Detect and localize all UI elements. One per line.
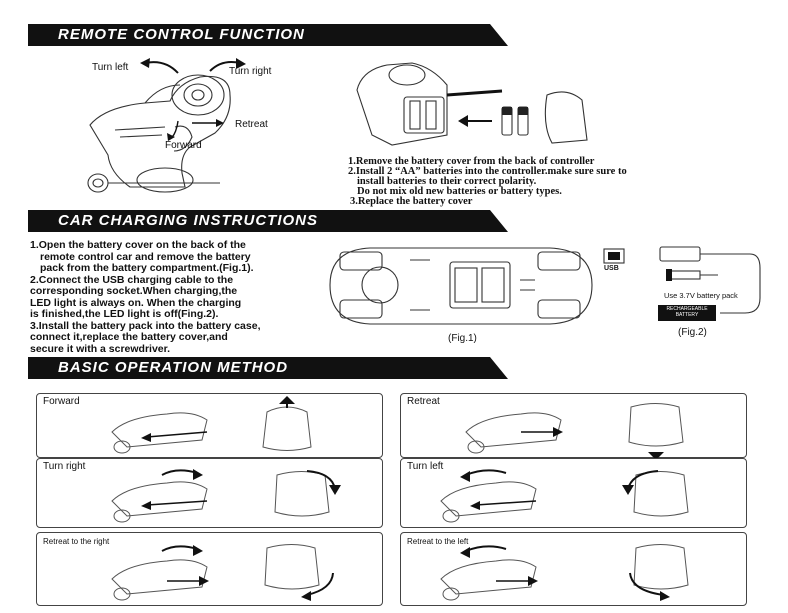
operation-illustration — [465, 403, 684, 460]
battery-step-2-cont: install batteries to their correct polar… — [357, 176, 537, 187]
charging-line: 1.Open the battery cover on the back of … — [30, 239, 246, 251]
charging-line: remote control car and remove the batter… — [40, 250, 251, 263]
operation-panel-turn-left: Turn left — [400, 458, 747, 528]
operation-illustration — [440, 469, 689, 523]
battery-step-3: 3.Replace the battery cover — [350, 196, 473, 207]
charging-line: LED light is always on. When the chargin… — [30, 296, 242, 309]
charging-instructions: 1.Open the battery cover on the back of … — [30, 239, 261, 355]
battery-install-illustration — [356, 62, 588, 146]
banner-shape — [28, 24, 508, 46]
fig2-caption: (Fig.2) — [678, 327, 707, 338]
operation-illustration — [111, 544, 334, 601]
operation-label: Retreat — [407, 396, 440, 407]
charging-line: 2.Connect the USB charging cable to the — [30, 273, 234, 286]
label-turn-right: Turn right — [229, 66, 272, 77]
car-underside-illustration — [329, 247, 593, 325]
section-title-car-charging: CAR CHARGING INSTRUCTIONS — [58, 212, 318, 229]
charging-line: is finished,the LED light is off(Fing.2)… — [30, 308, 219, 320]
operation-panel-retreat: Retreat — [400, 393, 747, 460]
battery-tag: RECHARGEABLE BATTERY — [662, 306, 712, 318]
battery-step-2-note: Do not mix old new batteries or battery … — [357, 186, 562, 197]
battery-step-2: 2.Install 2 “AA” batteries into the cont… — [348, 166, 627, 177]
section-title-basic-operation: BASIC OPERATION METHOD — [58, 359, 289, 376]
label-forward: Forward — [165, 140, 202, 151]
operation-panel-retreat-left: Retreat to the left — [400, 532, 747, 606]
usb-label: USB — [604, 265, 619, 272]
charging-line: connect it,replace the battery cover,and — [30, 331, 228, 343]
label-turn-left: Turn left — [92, 62, 129, 73]
battery-tag-line2: BATTERY — [675, 312, 699, 318]
operation-label: Retreat to the left — [407, 537, 469, 546]
charging-line: secure it with a screwdriver. — [30, 342, 171, 355]
usb-cable-illustration — [603, 246, 761, 321]
operation-label: Turn right — [43, 461, 86, 472]
operation-label: Retreat to the right — [43, 537, 110, 546]
controller-illustration — [87, 58, 246, 193]
charging-line: 3.Install the battery pack into the batt… — [30, 319, 261, 332]
label-retreat: Retreat — [235, 119, 268, 130]
operation-illustration — [111, 396, 312, 454]
charging-line: pack from the battery compartment.(Fig.1… — [40, 262, 254, 274]
operation-label: Turn left — [407, 461, 444, 472]
fig1-caption: (Fig.1) — [448, 333, 477, 344]
battery-tag-line1: RECHARGEABLE — [666, 306, 708, 312]
operation-panel-turn-right: Turn right — [36, 458, 383, 528]
banner-shape — [28, 210, 508, 232]
operation-illustration — [440, 544, 689, 601]
charging-line: corresponding socket.When charging,the — [30, 285, 238, 297]
battery-step-1: 1.Remove the battery cover from the back… — [348, 156, 595, 167]
operation-label: Forward — [43, 396, 80, 407]
battery-note: Use 3.7V battery pack — [664, 291, 738, 300]
operation-panel-retreat-right: Retreat to the right — [36, 532, 383, 606]
operation-panel-forward: Forward — [36, 393, 383, 458]
section-title-remote-control: REMOTE CONTROL FUNCTION — [58, 26, 305, 43]
operation-illustration — [111, 469, 341, 523]
banner-shape — [28, 357, 508, 379]
